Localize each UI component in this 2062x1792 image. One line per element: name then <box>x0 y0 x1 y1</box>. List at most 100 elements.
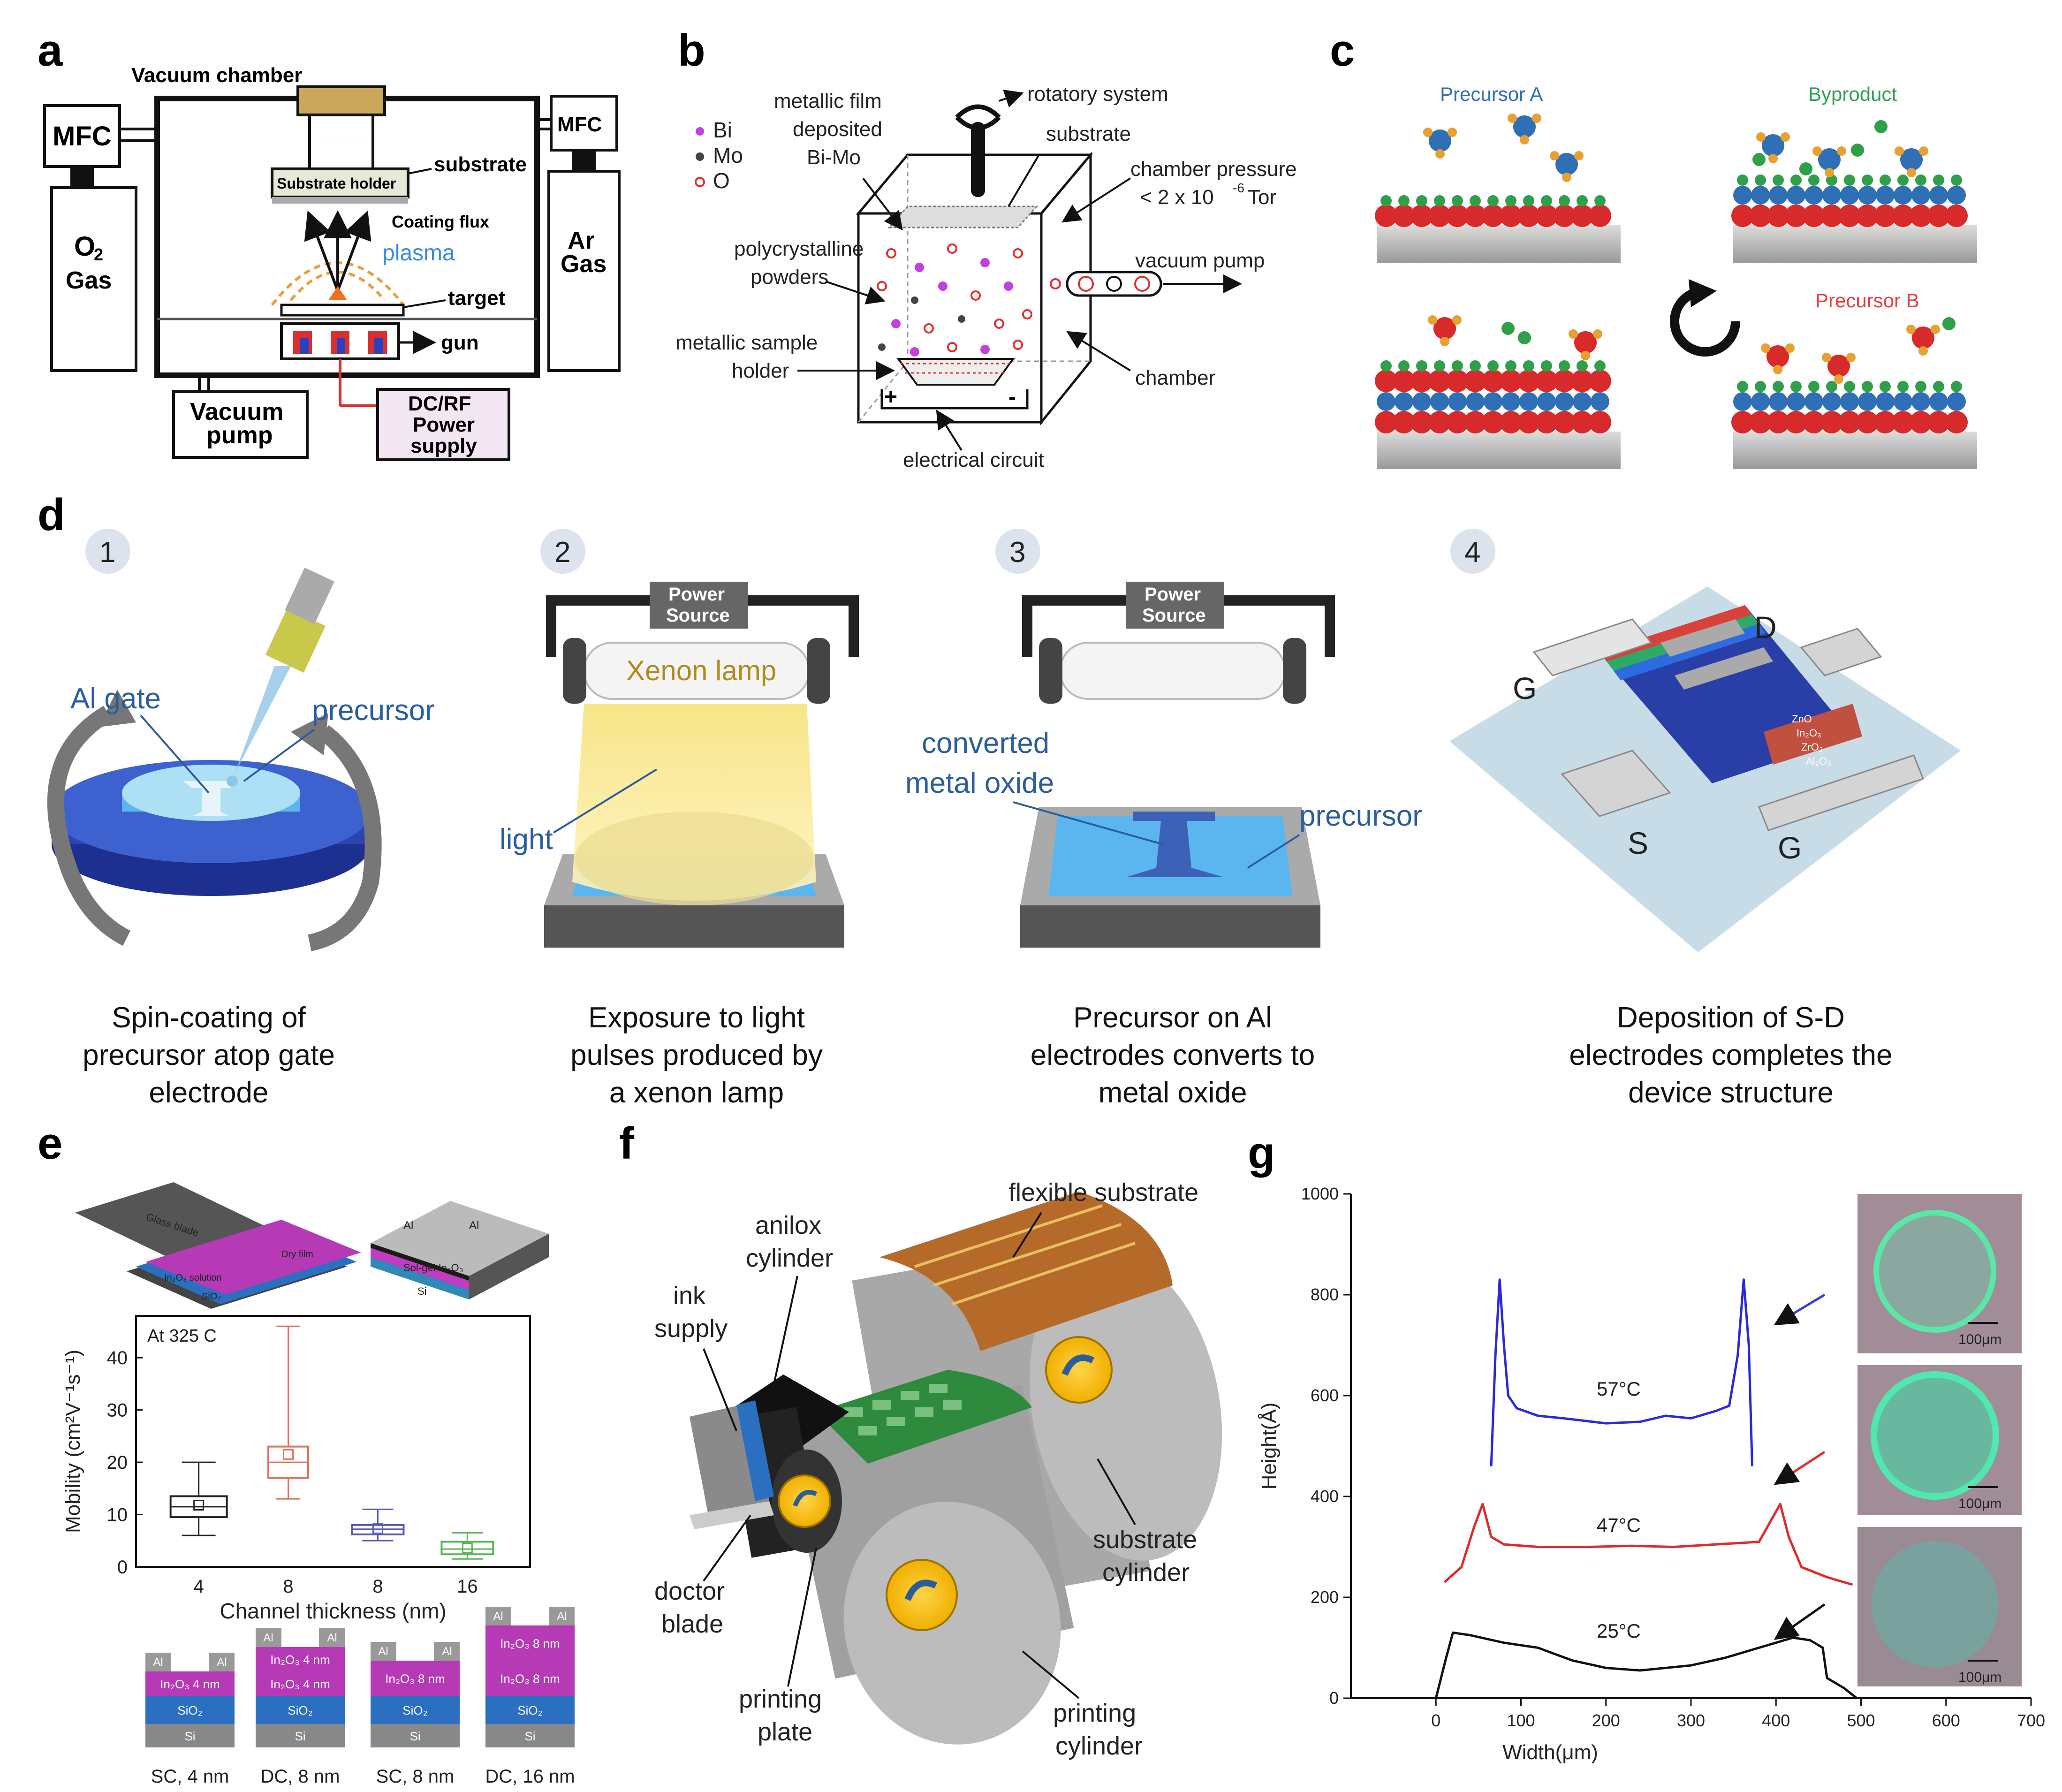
caption-3-line-2: electrodes converts to <box>1031 1039 1315 1071</box>
surface-ligand <box>1452 360 1463 372</box>
y-tick-label: 30 <box>107 1400 128 1421</box>
surface-atom <box>1820 411 1843 433</box>
panel-label-d: d <box>38 490 65 540</box>
substrate-block <box>1733 225 1977 263</box>
surface-atom <box>1517 370 1540 392</box>
surface-ligand <box>1951 381 1962 392</box>
micrograph-column: 100μm 100μm 100μm <box>1857 1194 2022 1686</box>
byproduct-molecule <box>1501 322 1515 335</box>
surface-atom <box>1428 411 1451 433</box>
label-e-al-1: Al <box>403 1219 413 1232</box>
caption-2-line-3: a xenon lamp <box>609 1077 784 1109</box>
surface-ligand <box>1380 195 1392 206</box>
surface-ligand <box>1398 195 1410 206</box>
precursor-molecule <box>1912 327 1934 349</box>
stack-sio2 <box>256 1696 345 1724</box>
x-tick-label: 400 <box>1762 1711 1790 1730</box>
surface-atom <box>1910 205 1932 227</box>
surface-ligand <box>1826 381 1837 392</box>
surface-atom <box>1840 392 1859 411</box>
surface-atom <box>1591 392 1609 411</box>
ligand <box>1574 151 1584 160</box>
spin-coater-illustration: Al gate precursor <box>47 567 435 951</box>
surface-ligand <box>1380 360 1392 372</box>
xenon-lamp-illustration: Power Source Xenon lamp light <box>500 582 859 948</box>
precursor-molecule <box>1555 153 1578 175</box>
label-polycrystalline-2: powders <box>751 266 828 289</box>
surface-atom <box>1428 370 1451 392</box>
precursor-molecule <box>1818 148 1841 171</box>
surface-atom <box>1876 392 1895 411</box>
stack-bottom-label: DC, 16 nm <box>485 1766 575 1787</box>
surface-atom <box>1751 186 1770 205</box>
surface-atom <box>1519 392 1538 411</box>
surface-atom <box>1464 205 1486 227</box>
ligand <box>1768 154 1778 163</box>
surface-atom <box>1822 186 1841 205</box>
surface-atom <box>1856 205 1879 227</box>
surface-atom <box>1573 392 1592 411</box>
surface-ligand <box>1737 381 1748 392</box>
stack-al-left <box>371 1642 396 1661</box>
stack-sio2-label: SiO₂ <box>402 1703 427 1717</box>
surface-atom <box>1856 411 1879 433</box>
surface-ligand <box>1844 175 1855 186</box>
stack-bottom-label: SC, 4 nm <box>151 1766 229 1787</box>
series-label-0: 57°C <box>1597 1378 1641 1400</box>
surface-atom <box>1874 205 1896 227</box>
label-metallic-film-3: Bi-Mo <box>807 146 861 169</box>
label-vacuum-pump-2: pump <box>206 422 273 449</box>
panel-f-printing-diagram: flexible substrate anilox cylinder ink s… <box>654 1178 1222 1760</box>
surface-ligand <box>1523 195 1534 206</box>
series-label-2: 25°C <box>1597 1620 1641 1642</box>
surface-ligand <box>1915 175 1926 186</box>
surface-atom <box>1892 411 1914 433</box>
surface-atom <box>1448 392 1467 411</box>
label-precursor-b: Precursor B <box>1815 289 1919 311</box>
surface-ligand <box>1559 360 1570 372</box>
converted-oxide-illustration: Power Source converted metal oxide precu… <box>905 582 1422 948</box>
label-printing-cylinder-2: cylinder <box>1055 1732 1143 1760</box>
ligand <box>1593 329 1602 339</box>
label-light: light <box>500 823 553 856</box>
label-anilox-1: anilox <box>755 1211 821 1239</box>
surface-atom <box>1375 411 1397 433</box>
surface-ligand <box>1790 381 1802 392</box>
series-line-1 <box>1443 1503 1853 1586</box>
ligand <box>1907 168 1916 177</box>
label-plus: + <box>884 385 897 410</box>
label-dcrf-3: supply <box>410 434 477 457</box>
stack-in2o3 <box>145 1671 235 1696</box>
label-metallic-film-1: metallic film <box>774 90 882 113</box>
stack-in2o3-label: In₂O₃ 4 nm <box>270 1677 330 1691</box>
surface-atom <box>1911 392 1930 411</box>
svg-text:4: 4 <box>1464 536 1480 569</box>
surface-atom <box>1733 186 1752 205</box>
surface-atom <box>1446 205 1469 227</box>
label-d: D <box>1754 610 1777 645</box>
surface-atom <box>1553 205 1576 227</box>
ligand <box>1428 315 1437 325</box>
ligand <box>1822 353 1831 362</box>
surface-atom <box>1589 205 1611 227</box>
chart-g-ylabel: Height(Å) <box>1258 1403 1281 1490</box>
surface-atom <box>1430 392 1449 411</box>
stack-in2o3 <box>371 1661 460 1696</box>
surface-ligand <box>1434 195 1445 206</box>
x-tick-label: 8 <box>283 1576 293 1597</box>
surface-atom <box>1769 392 1788 411</box>
surface-atom <box>1838 411 1861 433</box>
label-chamber: chamber <box>1135 366 1215 389</box>
caption-2-line-2: pulses produced by <box>570 1039 823 1071</box>
micrograph-25c: 100μm <box>1857 1527 2022 1686</box>
label-s: S <box>1628 826 1648 860</box>
ligand <box>1785 343 1795 353</box>
tft-device-illustration: ZnO In₂O₃ ZrO₂ Al₂O₃ G D S G <box>1449 586 1961 952</box>
byproduct-molecule <box>1752 153 1766 166</box>
legend-dot-mo <box>696 152 704 161</box>
y-tick-label: 0 <box>117 1557 128 1578</box>
precursor-molecule <box>1433 317 1456 340</box>
byproduct-molecule <box>1874 120 1888 133</box>
series-label-1: 47°C <box>1597 1514 1641 1536</box>
surface-ligand <box>1897 175 1909 186</box>
